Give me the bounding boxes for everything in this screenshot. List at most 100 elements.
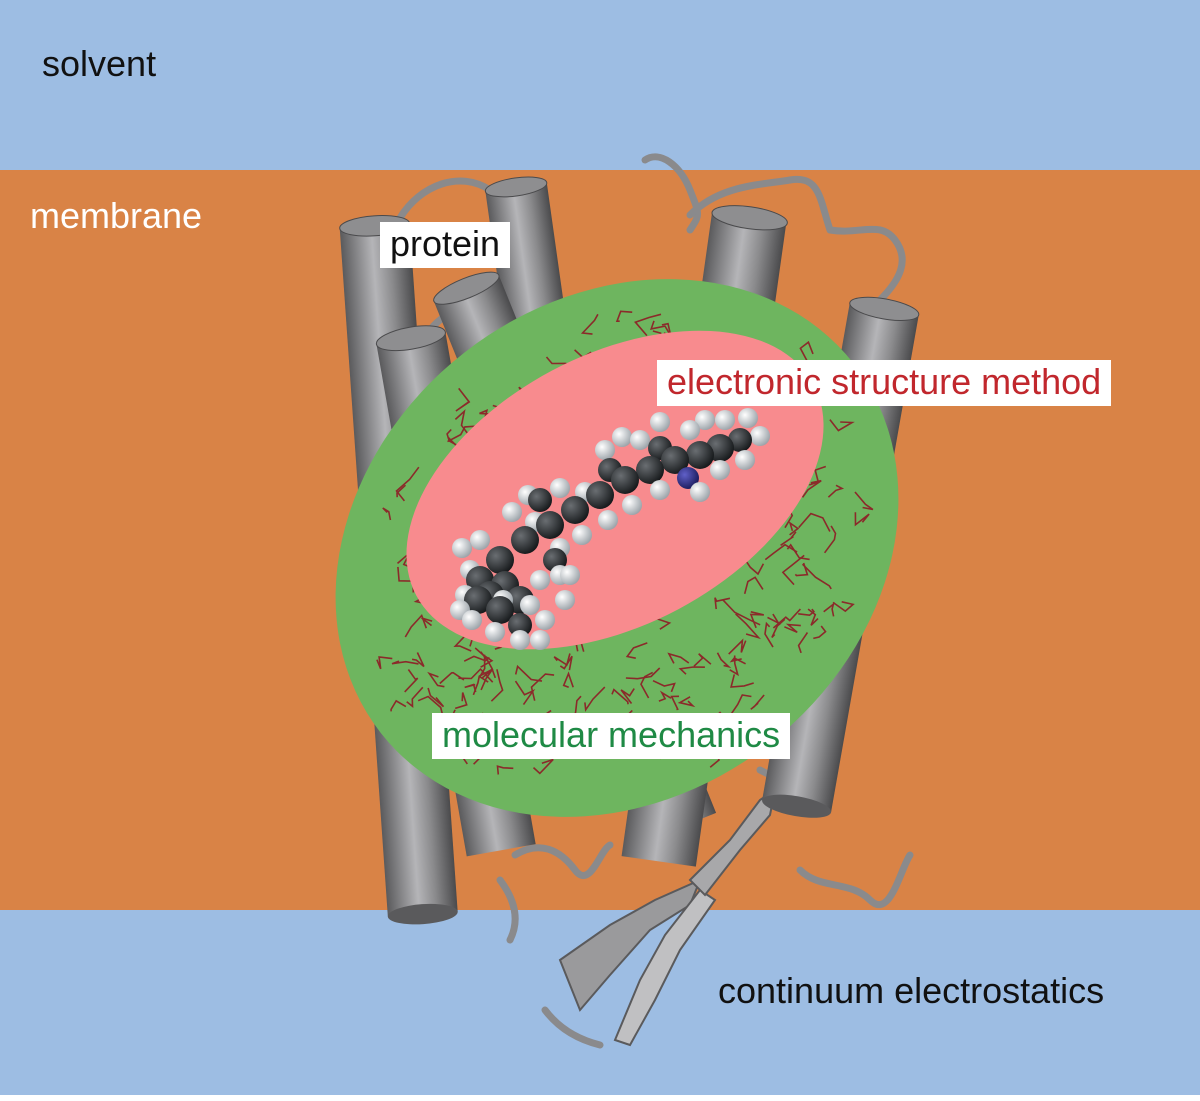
continuum-electrostatics-label: continuum electrostatics	[718, 970, 1105, 1011]
carbon-atom	[728, 428, 752, 452]
residue-bond	[580, 313, 599, 335]
residue-bond	[764, 621, 774, 648]
residue-bond	[463, 655, 490, 662]
residue-bond	[854, 512, 870, 527]
residue-bond	[453, 634, 472, 652]
carbon-atom	[528, 488, 552, 512]
residue-bond	[454, 692, 468, 710]
residue-bond	[678, 666, 705, 675]
residue-bond	[667, 652, 690, 664]
residue-bond	[798, 608, 816, 617]
carbon-atom	[611, 466, 639, 494]
residue-bond	[784, 623, 801, 634]
residue-bond	[584, 686, 606, 713]
hydrogen-atom	[530, 630, 550, 650]
residue-bond	[490, 669, 504, 702]
residue-bond	[514, 664, 543, 682]
protein-label: protein	[380, 222, 511, 268]
residue-bond	[411, 652, 425, 668]
residue-bond	[823, 525, 837, 554]
residue-bond	[722, 599, 761, 626]
hydrogen-atom	[520, 595, 540, 615]
residue-bond	[829, 419, 855, 432]
residue-bond	[620, 688, 635, 704]
hydrogen-atom	[650, 480, 670, 500]
residue-bond	[728, 694, 752, 718]
residue-bond	[794, 562, 809, 577]
solvent-label: solvent	[42, 43, 157, 84]
residue-bond	[729, 656, 746, 665]
carbon-atom	[636, 456, 664, 484]
residue-bond	[458, 667, 494, 683]
hydrogen-atom	[710, 460, 730, 480]
hydrogen-atom	[502, 502, 522, 522]
electronic-structure-method-label: electronic structure method	[657, 360, 1112, 406]
residue-bond	[764, 543, 798, 561]
hydrogen-atom	[738, 408, 758, 428]
residue-bond	[780, 531, 797, 546]
residue-bond	[808, 465, 827, 486]
hydrogen-atom	[650, 412, 670, 432]
residue-bond	[670, 695, 680, 711]
residue-bond	[735, 613, 761, 640]
residue-bond	[446, 428, 461, 448]
carbon-atom	[661, 446, 689, 474]
hydrogen-atom	[598, 510, 618, 530]
hydrogen-atom	[690, 482, 710, 502]
residue-bond	[382, 507, 392, 521]
residue-bond	[455, 387, 471, 412]
hydrogen-atom	[535, 610, 555, 630]
hydrogen-atom	[462, 610, 482, 630]
residue-bond	[615, 310, 633, 323]
carbon-atom	[486, 546, 514, 574]
residue-bond	[801, 563, 832, 590]
residue-bond	[767, 613, 781, 626]
carbon-atom	[561, 496, 589, 524]
residue-bond	[427, 687, 445, 708]
residue-bond	[823, 602, 835, 617]
hydrogen-atom	[560, 565, 580, 585]
residue-bond	[376, 656, 393, 670]
hydrogen-atom	[750, 426, 770, 446]
residue-bond	[772, 608, 801, 629]
molecular-mechanics-label: molecular mechanics	[432, 713, 791, 759]
residue-bond	[750, 694, 765, 710]
residue-bond	[799, 340, 814, 362]
residue-bond	[693, 653, 712, 667]
residue-bond	[788, 521, 800, 536]
residue-bond	[649, 320, 672, 337]
residue-bond	[813, 625, 827, 640]
hydrogen-atom	[452, 538, 472, 558]
hydrogen-atom	[612, 427, 632, 447]
residue-bond	[480, 668, 494, 691]
residue-bond	[807, 608, 819, 626]
hydrogen-atom	[550, 478, 570, 498]
hydrogen-atom	[715, 410, 735, 430]
residue-bond	[404, 613, 428, 638]
residue-bond	[391, 660, 419, 665]
nitrogen-atom	[677, 467, 699, 489]
residue-bond	[729, 655, 739, 677]
residue-bond	[745, 561, 765, 576]
hydrogen-atom	[555, 590, 575, 610]
residue-bond	[640, 671, 654, 699]
residue-bond	[611, 688, 629, 705]
residue-bond	[652, 679, 676, 693]
chromophore-molecule	[450, 408, 770, 650]
residue-bond	[447, 425, 479, 443]
carbon-atom	[586, 481, 614, 509]
hydrogen-atom	[510, 630, 530, 650]
membrane-label: membrane	[30, 195, 203, 236]
residue-bond	[396, 484, 407, 498]
residue-bond	[634, 313, 662, 337]
residue-bond	[716, 652, 732, 669]
residue-bond	[496, 765, 514, 775]
hydrogen-atom	[530, 570, 550, 590]
residue-bond	[427, 671, 445, 688]
residue-bond	[421, 617, 433, 627]
hydrogen-atom	[630, 430, 650, 450]
carbon-atom	[511, 526, 539, 554]
solvent-region-top	[0, 0, 1200, 170]
residue-bond	[743, 576, 764, 595]
